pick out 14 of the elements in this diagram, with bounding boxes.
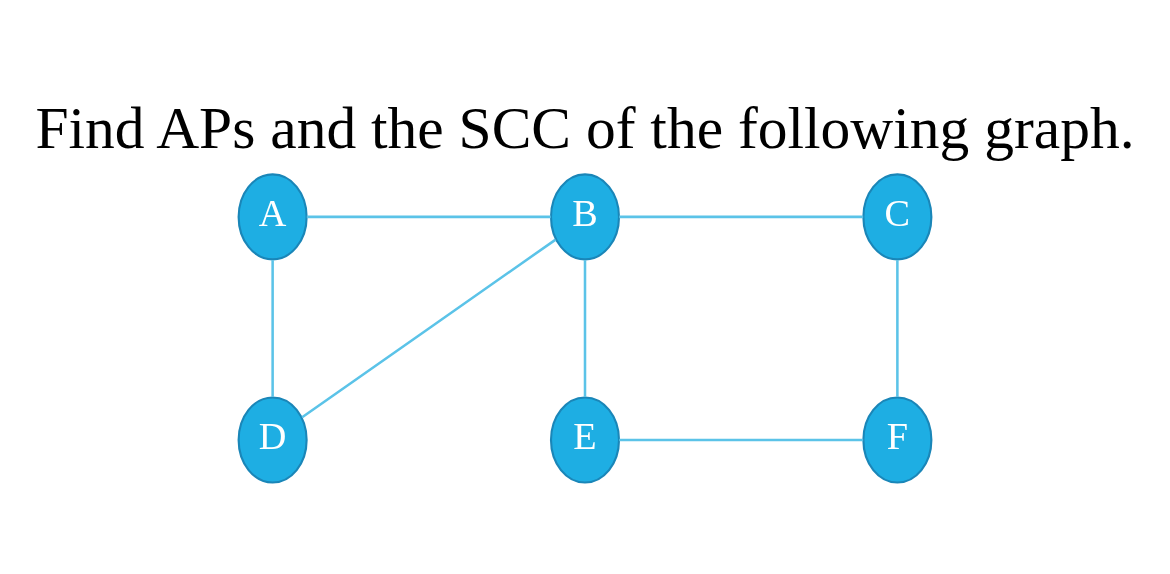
connector — [306, 215, 551, 219]
node-ellipse: A — [237, 173, 308, 261]
node-ellipse: E — [549, 396, 621, 484]
node-ellipse: D — [237, 396, 308, 484]
connector — [271, 260, 274, 397]
connector — [583, 260, 587, 397]
connector — [301, 238, 557, 419]
node-ellipse: C — [862, 173, 933, 261]
connector — [896, 260, 899, 397]
connector — [619, 215, 864, 219]
node-ellipse: B — [549, 173, 621, 261]
connector — [619, 438, 864, 442]
diagram-title: Find APs and the SCC of the following graph. — [35, 94, 1135, 161]
node-ellipse: F — [862, 396, 933, 484]
